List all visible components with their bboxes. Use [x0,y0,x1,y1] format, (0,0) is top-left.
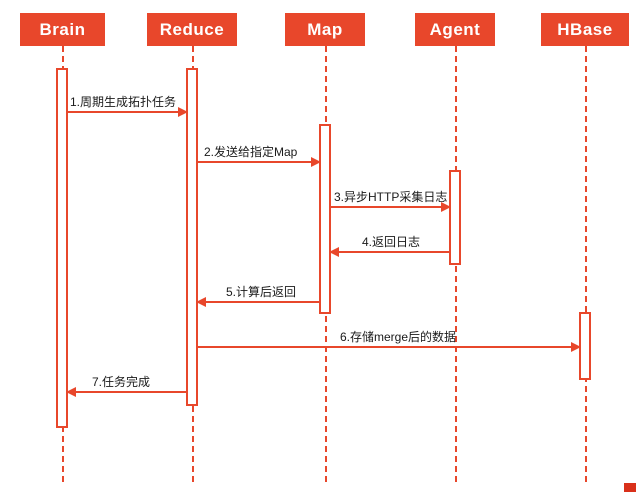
participant-header-brain: Brain [20,13,105,46]
arrowhead-left-icon [196,297,206,307]
message-arrow-2 [198,157,321,167]
watermark-square [624,483,636,492]
arrowhead-left-icon [329,247,339,257]
participant-header-hbase: HBase [541,13,629,46]
message-arrow-5 [196,297,319,307]
activation-bar-agent [449,170,461,265]
message-label-5: 5.计算后返回 [226,285,297,299]
arrowhead-right-icon [178,107,188,117]
lifeline-hbase [585,46,587,482]
arrowhead-right-icon [311,157,321,167]
participant-header-map: Map [285,13,365,46]
message-arrow-6 [198,342,581,352]
participant-header-reduce: Reduce [147,13,237,46]
arrowhead-right-icon [571,342,581,352]
message-label-7: 7.任务完成 [92,375,151,389]
message-arrow-7 [66,387,186,397]
participant-header-agent: Agent [415,13,495,46]
participant-label-agent: Agent [429,19,481,39]
message-label-6: 6.存储merge后的数据 [340,330,457,344]
activation-bar-map [319,124,331,314]
participant-label-map: Map [307,19,343,39]
message-arrow-1 [68,107,188,117]
participant-label-reduce: Reduce [159,19,225,39]
activation-bar-hbase [579,312,591,380]
message-label-2: 2.发送给指定Map [204,145,298,159]
message-label-1: 1.周期生成拓扑任务 [70,95,177,109]
arrowhead-left-icon [66,387,76,397]
message-label-3: 3.异步HTTP采集日志 [334,190,448,204]
participant-label-hbase: HBase [557,19,613,39]
activation-bar-reduce [186,68,198,406]
message-label-4: 4.返回日志 [362,235,421,249]
activation-bar-brain [56,68,68,428]
participant-label-brain: Brain [39,19,86,39]
message-arrow-3 [331,202,451,212]
message-arrow-4 [329,247,449,257]
arrowhead-right-icon [441,202,451,212]
